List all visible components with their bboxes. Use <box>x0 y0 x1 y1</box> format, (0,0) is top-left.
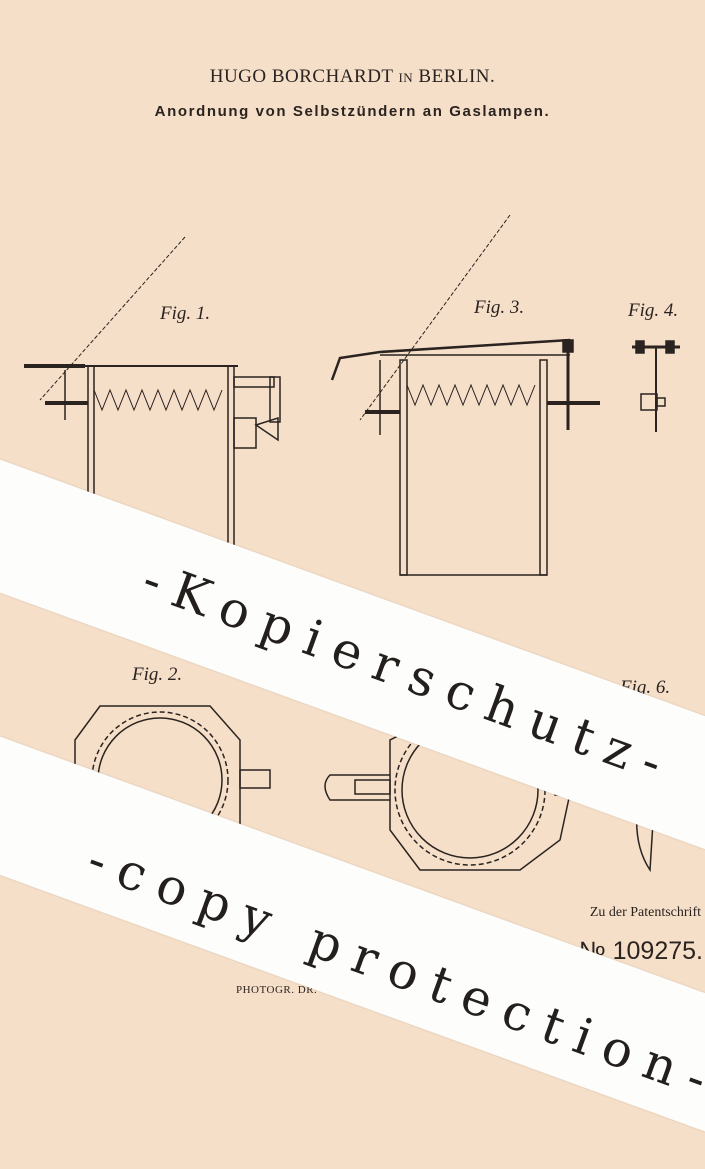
fig4-drawing <box>632 341 680 432</box>
fig3-drawing <box>332 215 600 575</box>
patent-reference-label: Zu der Patentschrift <box>590 905 701 921</box>
